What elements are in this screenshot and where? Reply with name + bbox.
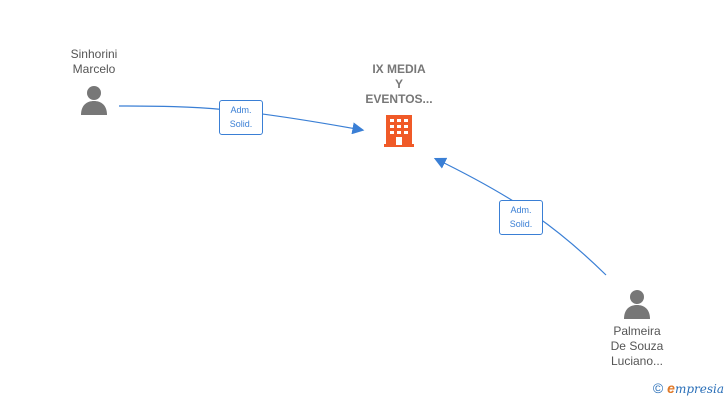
person-name-line3: Luciano...: [610, 354, 664, 368]
company-node[interactable]: IX MEDIA Y EVENTOS...: [349, 62, 449, 149]
company-name-line2: Y: [394, 77, 403, 91]
brand-logo-letter: e: [667, 380, 675, 396]
company-name-line3: EVENTOS...: [365, 92, 433, 106]
person-name-line2: Marcelo: [72, 62, 116, 76]
person-name-line1: Palmeira: [613, 324, 661, 338]
copyright-symbol: ©: [652, 380, 664, 396]
company-name-line1: IX MEDIA: [372, 62, 426, 76]
brand-logo: ©empresia: [653, 380, 724, 396]
person-name-line1: Sinhorini: [70, 47, 118, 61]
edge-label-line2: Solid.: [509, 219, 533, 229]
brand-logo-text: mpresia: [674, 382, 724, 396]
person-name-line2: De Souza: [610, 339, 664, 353]
person-node-palmeira[interactable]: Palmeira De Souza Luciano...: [592, 289, 682, 369]
edge-label-palmeira[interactable]: Adm. Solid.: [499, 200, 543, 235]
person-icon: [624, 290, 650, 319]
edge-label-line1: Adm.: [510, 205, 532, 215]
edge-label-sinhorini[interactable]: Adm. Solid.: [219, 100, 263, 135]
edge-label-line2: Solid.: [229, 119, 253, 129]
person-node-sinhorini[interactable]: Sinhorini Marcelo: [52, 47, 136, 115]
building-icon: [384, 115, 414, 147]
person-icon: [81, 86, 107, 115]
edge-label-line1: Adm.: [230, 105, 252, 115]
